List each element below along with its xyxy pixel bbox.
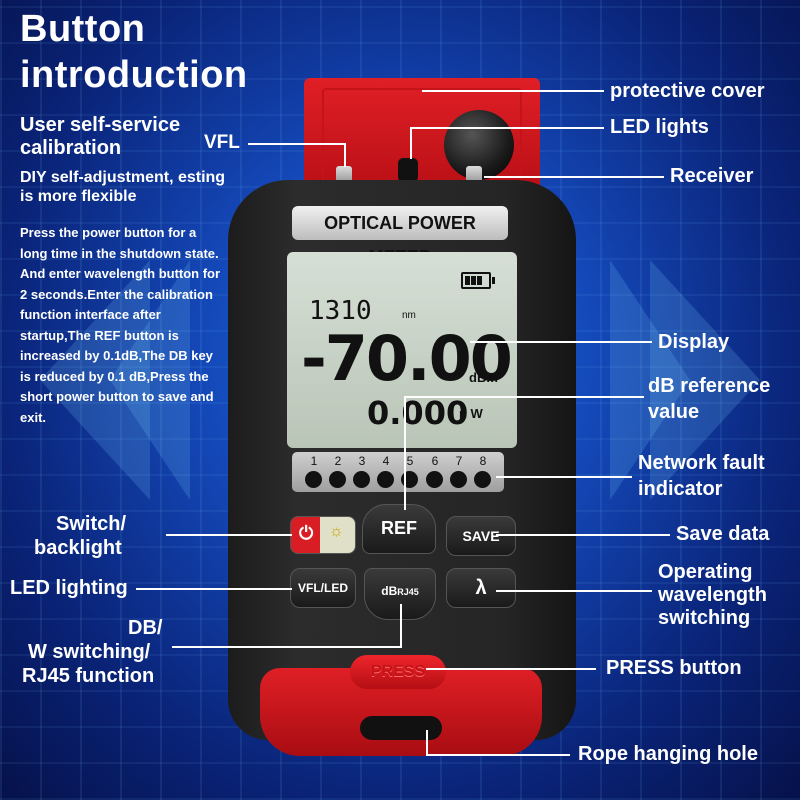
- brand-label: OPTICAL POWER METER: [292, 206, 508, 267]
- label-operating-2: wavelength: [658, 584, 767, 606]
- label-switch-2: backlight: [34, 537, 122, 559]
- db-button-sublabel: RJ45: [397, 587, 419, 597]
- leader-line: [166, 534, 292, 536]
- subtitle-diy: DIY self-adjustment, esting is more flex…: [20, 169, 226, 205]
- calibration-instructions: Press the power button for a long time i…: [20, 225, 221, 425]
- leader-line: [422, 90, 604, 92]
- rope-hanging-hole: [360, 716, 442, 740]
- leader-line: [484, 176, 664, 178]
- chevron-decoration: [40, 260, 150, 500]
- power-button[interactable]: ⏻ ☼: [290, 516, 356, 554]
- leader-line: [470, 341, 652, 343]
- title-line-1: Button: [20, 8, 146, 50]
- label-network-fault-2: indicator: [638, 478, 723, 500]
- label-rope-hole: Rope hanging hole: [578, 743, 758, 765]
- leader-line: [404, 396, 406, 510]
- db-button-label: dB: [381, 584, 398, 598]
- vfl-led-button[interactable]: VFL/LED: [290, 568, 356, 608]
- port-led: [329, 471, 346, 488]
- wavelength-unit: nm: [402, 310, 416, 321]
- leader-line: [496, 590, 652, 592]
- db-w-button[interactable]: dBRJ45: [364, 568, 436, 620]
- press-button[interactable]: PRESS: [350, 655, 446, 689]
- led-light-icon: [398, 158, 418, 182]
- network-fault-indicator: 1 2 3 4 5 6 7 8: [292, 452, 504, 492]
- label-operating-1: Operating: [658, 561, 753, 583]
- leader-line: [344, 143, 346, 167]
- wavelength-value: 1310: [309, 296, 372, 326]
- label-dbw-3: RJ45 function: [22, 665, 155, 687]
- page-title: Button introduction: [20, 6, 248, 98]
- label-switch-1: Switch/: [56, 513, 127, 535]
- label-protective-cover: protective cover: [610, 80, 765, 102]
- power-value: -70.00: [301, 322, 513, 395]
- leader-line: [400, 604, 402, 648]
- label-db-reference-1: dB reference: [648, 375, 771, 397]
- port-led: [377, 471, 394, 488]
- port-led: [305, 471, 322, 488]
- port-number: 7: [455, 454, 463, 468]
- leader-line: [496, 476, 632, 478]
- title-line-2: introduction: [20, 54, 248, 96]
- save-button[interactable]: SAVE: [446, 516, 516, 556]
- chevron-decoration: [650, 260, 760, 500]
- leader-line: [136, 588, 292, 590]
- leader-line: [172, 646, 402, 648]
- label-led-lights: LED lights: [610, 116, 709, 138]
- lcd-display: 1310 nm -70.00 dBm 0.000 n W: [287, 252, 517, 448]
- port-number: 6: [431, 454, 439, 468]
- port-number: 3: [358, 454, 366, 468]
- port-number: 1: [310, 454, 318, 468]
- ref-button[interactable]: REF: [362, 504, 436, 554]
- port-led: [426, 471, 443, 488]
- label-display: Display: [658, 331, 730, 353]
- label-dbw-1: DB/: [128, 617, 163, 639]
- wavelength-button[interactable]: λ: [446, 568, 516, 608]
- leader-line: [404, 396, 644, 398]
- leader-line: [410, 127, 604, 129]
- nw-unit: n W: [459, 406, 483, 421]
- label-db-reference-2: value: [648, 401, 700, 423]
- port-led: [450, 471, 467, 488]
- leader-line: [426, 754, 570, 756]
- nw-value: 0.000: [367, 394, 469, 432]
- leader-line: [496, 534, 670, 536]
- label-operating-3: switching: [658, 607, 751, 629]
- label-receiver: Receiver: [670, 165, 754, 187]
- power-icon: ⏻: [299, 523, 314, 543]
- chevron-decoration: [110, 260, 190, 500]
- port-number: 2: [334, 454, 342, 468]
- label-save-data: Save data: [676, 523, 770, 545]
- chevron-decoration: [610, 260, 690, 500]
- leader-line: [426, 668, 596, 670]
- port-number: 8: [479, 454, 487, 468]
- label-led-lighting: LED lighting: [10, 577, 128, 599]
- label-dbw-2: W switching/: [28, 641, 151, 663]
- label-press-button: PRESS button: [606, 657, 742, 679]
- subtitle-calibration: User self-service calibration: [20, 114, 181, 159]
- port-led: [474, 471, 491, 488]
- leader-line: [426, 730, 428, 756]
- label-network-fault-1: Network fault: [638, 452, 765, 474]
- leader-line: [410, 127, 412, 159]
- label-vfl: VFL: [204, 132, 240, 153]
- port-led: [353, 471, 370, 488]
- leader-line: [248, 143, 344, 145]
- battery-icon: [461, 272, 495, 289]
- port-number: 4: [382, 454, 390, 468]
- power-unit: dBm: [469, 370, 498, 385]
- port-number: 5: [406, 454, 414, 468]
- backlight-icon: ☼: [329, 523, 344, 540]
